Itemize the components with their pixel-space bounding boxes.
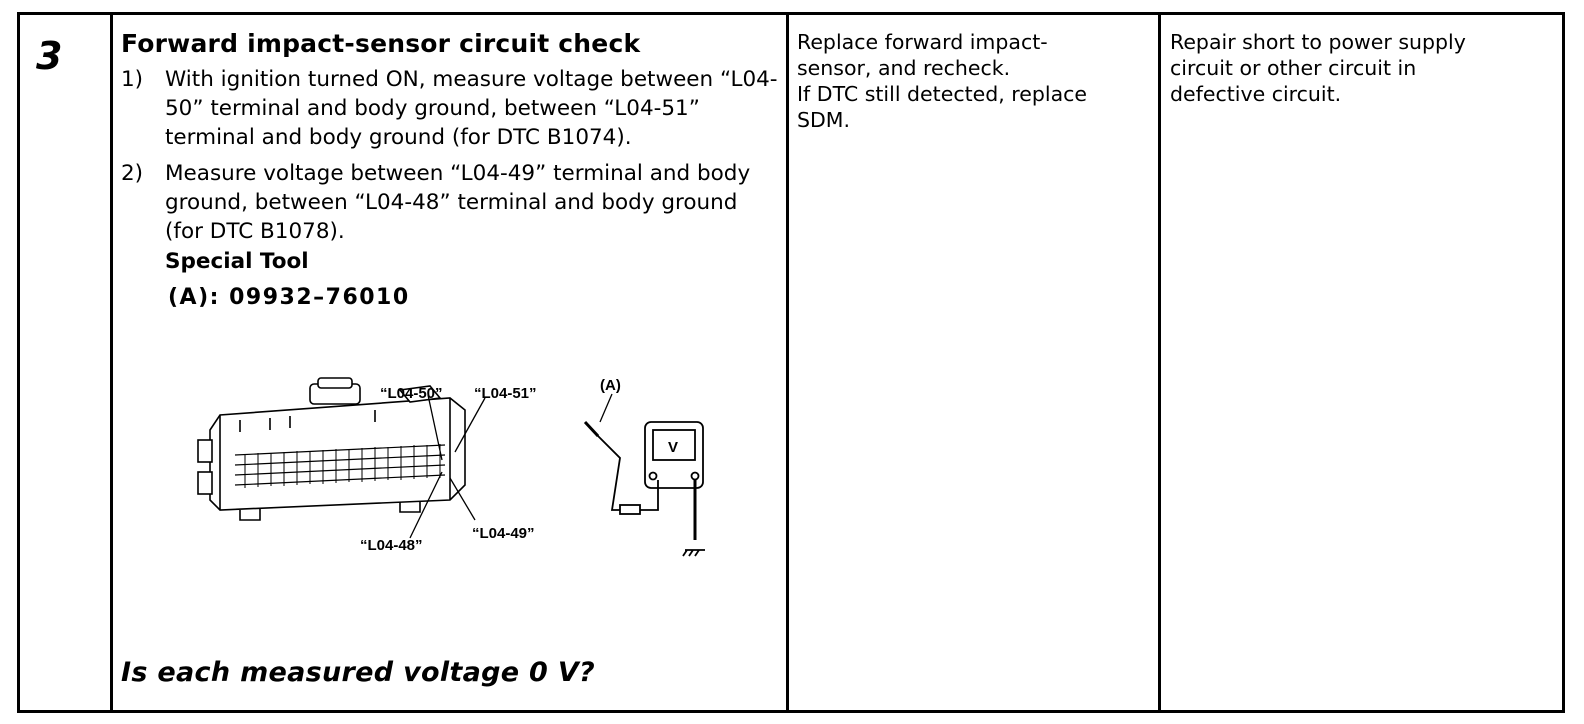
instruction-item: 2) Measure voltage between “L04-49” term… xyxy=(121,159,781,246)
step-number: 3 xyxy=(36,34,63,78)
instruction-text: With ignition turned ON, measure voltage… xyxy=(165,67,778,150)
connector-illustration xyxy=(197,377,466,521)
yes-line: SDM. xyxy=(797,108,851,132)
instruction-number: 1) xyxy=(121,67,144,92)
special-tool-number: (A): 09932–76010 xyxy=(168,285,410,310)
label-l04-48: “L04-48” xyxy=(360,537,423,554)
voltmeter-icon xyxy=(583,420,705,557)
no-line: circuit or other circuit in xyxy=(1170,56,1417,80)
no-action-text: Repair short to power supply circuit or … xyxy=(1170,29,1540,107)
column-divider-3 xyxy=(1158,15,1161,710)
instruction-item: 1) With ignition turned ON, measure volt… xyxy=(121,65,781,152)
no-line: defective circuit. xyxy=(1170,82,1342,106)
tool-leader xyxy=(599,393,613,423)
troubleshooting-table: 3 Forward impact-sensor circuit check 1)… xyxy=(17,12,1565,713)
connector-diagram: “L04-50” “L04-51” “L04-48” “L04-49” V (A… xyxy=(197,377,705,557)
label-l04-50: “L04-50” xyxy=(380,385,443,402)
meter-label: V xyxy=(668,439,678,456)
instruction-number: 2) xyxy=(121,161,144,186)
step-question: Is each measured voltage 0 V? xyxy=(121,657,596,688)
yes-line: sensor, and recheck. xyxy=(797,56,1011,80)
column-divider-1 xyxy=(110,15,113,710)
yes-line: If DTC still detected, replace xyxy=(797,82,1088,106)
instruction-text: Measure voltage between “L04-49” termina… xyxy=(165,161,751,244)
label-tool-a: (A) xyxy=(600,377,621,394)
instruction-list: 1) With ignition turned ON, measure volt… xyxy=(121,65,781,253)
yes-line: Replace forward impact- xyxy=(797,30,1048,54)
special-tool-label: Special Tool xyxy=(165,249,309,274)
label-l04-49: “L04-49” xyxy=(472,525,535,542)
column-divider-2 xyxy=(786,15,789,710)
step-title: Forward impact-sensor circuit check xyxy=(121,29,641,58)
no-line: Repair short to power supply xyxy=(1170,30,1466,54)
yes-action-text: Replace forward impact- sensor, and rech… xyxy=(797,29,1137,133)
label-l04-51: “L04-51” xyxy=(474,385,537,402)
leader-lines xyxy=(409,394,486,539)
